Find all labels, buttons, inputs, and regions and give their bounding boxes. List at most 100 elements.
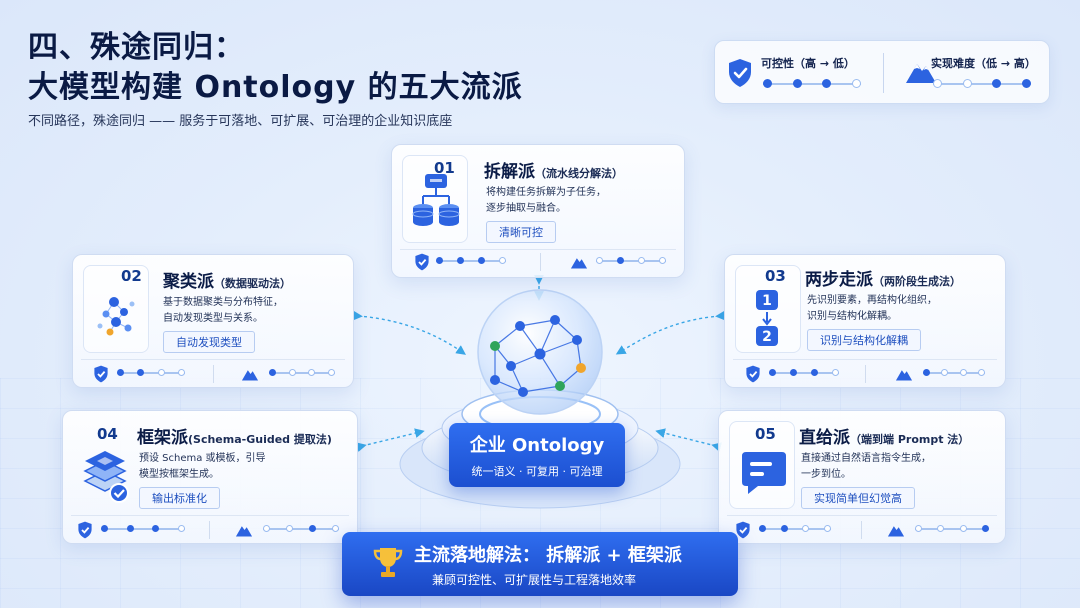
bottom-banner: 主流落地解法： 拆解派 + 框架派 兼顾可控性、可扩展性与工程落地效率 <box>342 532 738 596</box>
card-tag: 自动发现类型 <box>163 331 255 353</box>
card-01-decomposition: 01 拆解派（流水线分解法） 将构建任务拆解为子任务，逐步抽取与融合。 清晰可控 <box>391 144 685 278</box>
card-desc-line-2: 逐步抽取与融合。 <box>486 203 566 214</box>
card-subname: (Schema-Guided 提取法) <box>188 433 332 446</box>
card-controllability-dots <box>436 257 506 264</box>
card-separator <box>733 359 997 360</box>
card-tag: 实现简单但幻觉高 <box>801 487 915 509</box>
two-step-icon: 1 2 <box>756 290 778 346</box>
card-subname: （两阶段生成法） <box>873 275 961 288</box>
card-desc-line-2: 一步到位。 <box>801 469 851 480</box>
page-subtitle: 不同路径，殊途同归 —— 服务于可落地、可扩展、可治理的企业知识底座 <box>28 114 453 129</box>
card-name: 两步走派 <box>805 270 873 290</box>
card-desc-line-1: 预设 Schema 或模板，引导 <box>139 453 266 464</box>
mountain-icon <box>906 64 936 83</box>
card-difficulty-dots <box>269 369 335 376</box>
card-number: 01 <box>434 159 455 177</box>
card-controllability-dots <box>101 525 185 532</box>
shield-check-icon <box>94 365 108 383</box>
card-number: 05 <box>755 425 776 443</box>
card-title: 拆解派（流水线分解法） <box>484 157 623 182</box>
card-vertical-divider <box>540 253 541 271</box>
card-icon-box <box>83 265 149 353</box>
card-separator <box>400 249 676 250</box>
card-description: 直接通过自然语言指令生成， 一步到位。 <box>801 451 931 483</box>
card-name: 聚类派 <box>163 272 214 292</box>
card-controllability-dots <box>759 525 831 532</box>
mountain-icon <box>887 526 905 537</box>
shield-check-icon <box>78 521 92 539</box>
chat-bubble-icon <box>742 452 786 494</box>
card-difficulty-dots <box>915 525 989 532</box>
card-name: 直给派 <box>799 428 850 448</box>
card-icon-box <box>729 421 795 509</box>
shield-check-icon <box>729 59 751 87</box>
mountain-icon <box>235 526 253 537</box>
card-vertical-divider <box>209 521 210 539</box>
page-title-line-2: 大模型构建 Ontology 的五大流派 <box>28 70 523 105</box>
card-subname: （数据驱动法） <box>214 277 291 290</box>
cluster-icon <box>97 297 135 336</box>
trophy-icon <box>373 548 403 577</box>
card-desc-line-1: 基于数据聚类与分布特征， <box>163 297 283 308</box>
card-separator <box>81 359 345 360</box>
banner-subtitle: 兼顾可控性、可扩展性与工程落地效率 <box>432 573 637 587</box>
card-03-two-step: 1 2 03 两步走派（两阶段生成法） 先识别要素，再结构化组织， 识别与结构化解… <box>724 254 1006 388</box>
ontology-globe-platform <box>399 289 681 509</box>
card-desc-line-1: 先识别要素，再结构化组织， <box>807 295 937 306</box>
card-vertical-divider <box>861 521 862 539</box>
card-controllability-dots <box>769 369 839 376</box>
card-tag: 识别与结构化解耦 <box>807 329 921 351</box>
legend-divider <box>883 53 884 93</box>
card-separator <box>71 515 349 516</box>
card-vertical-divider <box>865 365 866 383</box>
card-controllability-dots <box>117 369 185 376</box>
card-number: 03 <box>765 267 786 285</box>
card-description: 将构建任务拆解为子任务， 逐步抽取与融合。 <box>486 185 606 217</box>
card-difficulty-dots <box>263 525 339 532</box>
card-desc-line-2: 模型按框架生成。 <box>139 469 219 480</box>
center-subtitle: 统一语义 · 可复用 · 可治理 <box>471 465 603 478</box>
card-desc-line-2: 识别与结构化解耦。 <box>807 311 897 322</box>
center-title: 企业 Ontology <box>469 435 605 456</box>
card-difficulty-dots <box>596 257 666 264</box>
card-tag: 输出标准化 <box>139 487 220 509</box>
card-number: 04 <box>97 425 118 443</box>
center-ontology-label: 企业 Ontology 统一语义 · 可复用 · 可治理 <box>449 423 625 487</box>
mountain-icon <box>241 370 259 381</box>
banner-title: 主流落地解法： 拆解派 + 框架派 <box>414 545 682 566</box>
connector-02 <box>352 310 467 355</box>
card-title: 两步走派（两阶段生成法） <box>805 265 961 290</box>
legend-controllability-label: 可控性（高 → 低） <box>761 57 855 70</box>
svg-text:2: 2 <box>762 329 772 345</box>
card-desc-line-2: 自动发现类型与关系。 <box>163 313 263 324</box>
card-desc-line-1: 直接通过自然语言指令生成， <box>801 453 931 464</box>
card-desc-line-1: 将构建任务拆解为子任务， <box>486 187 606 198</box>
shield-check-icon <box>746 365 760 383</box>
card-description: 基于数据聚类与分布特征， 自动发现类型与关系。 <box>163 295 283 327</box>
page-title-line-1: 四、殊途同归： <box>28 30 245 65</box>
mountain-icon <box>895 370 913 381</box>
connector-05 <box>655 428 722 452</box>
mountain-icon <box>570 258 588 269</box>
card-subname: （流水线分解法） <box>535 167 623 180</box>
card-icon-box: 1 2 <box>735 265 801 353</box>
card-subname: （端到端 Prompt 法） <box>850 433 970 446</box>
card-04-schema-guided: 04 框架派(Schema-Guided 提取法) 预设 Schema 或模板，… <box>62 410 358 544</box>
database-tree-icon <box>412 174 460 226</box>
card-02-clustering: 02 聚类派（数据驱动法） 基于数据聚类与分布特征，自动发现类型与关系。 自动发… <box>72 254 354 388</box>
layers-check-icon <box>83 451 129 503</box>
card-icon-box <box>402 155 468 243</box>
svg-text:1: 1 <box>762 293 772 309</box>
card-name: 框架派 <box>137 428 188 448</box>
legend-difficulty-label: 实现难度（低 → 高） <box>931 57 1036 70</box>
card-title: 直给派（端到端 Prompt 法） <box>799 423 969 448</box>
card-separator <box>727 515 997 516</box>
card-title: 框架派(Schema-Guided 提取法) <box>137 423 332 448</box>
connector-04 <box>356 428 425 452</box>
card-description: 预设 Schema 或模板，引导模型按框架生成。 <box>139 451 266 483</box>
legend-difficulty-scale <box>933 79 1031 88</box>
legend-controllability-scale <box>763 79 861 88</box>
card-description: 先识别要素，再结构化组织， 识别与结构化解耦。 <box>807 293 937 325</box>
card-title: 聚类派（数据驱动法） <box>163 267 291 292</box>
legend: 可控性（高 → 低） 实现难度（低 → 高） <box>714 40 1050 104</box>
